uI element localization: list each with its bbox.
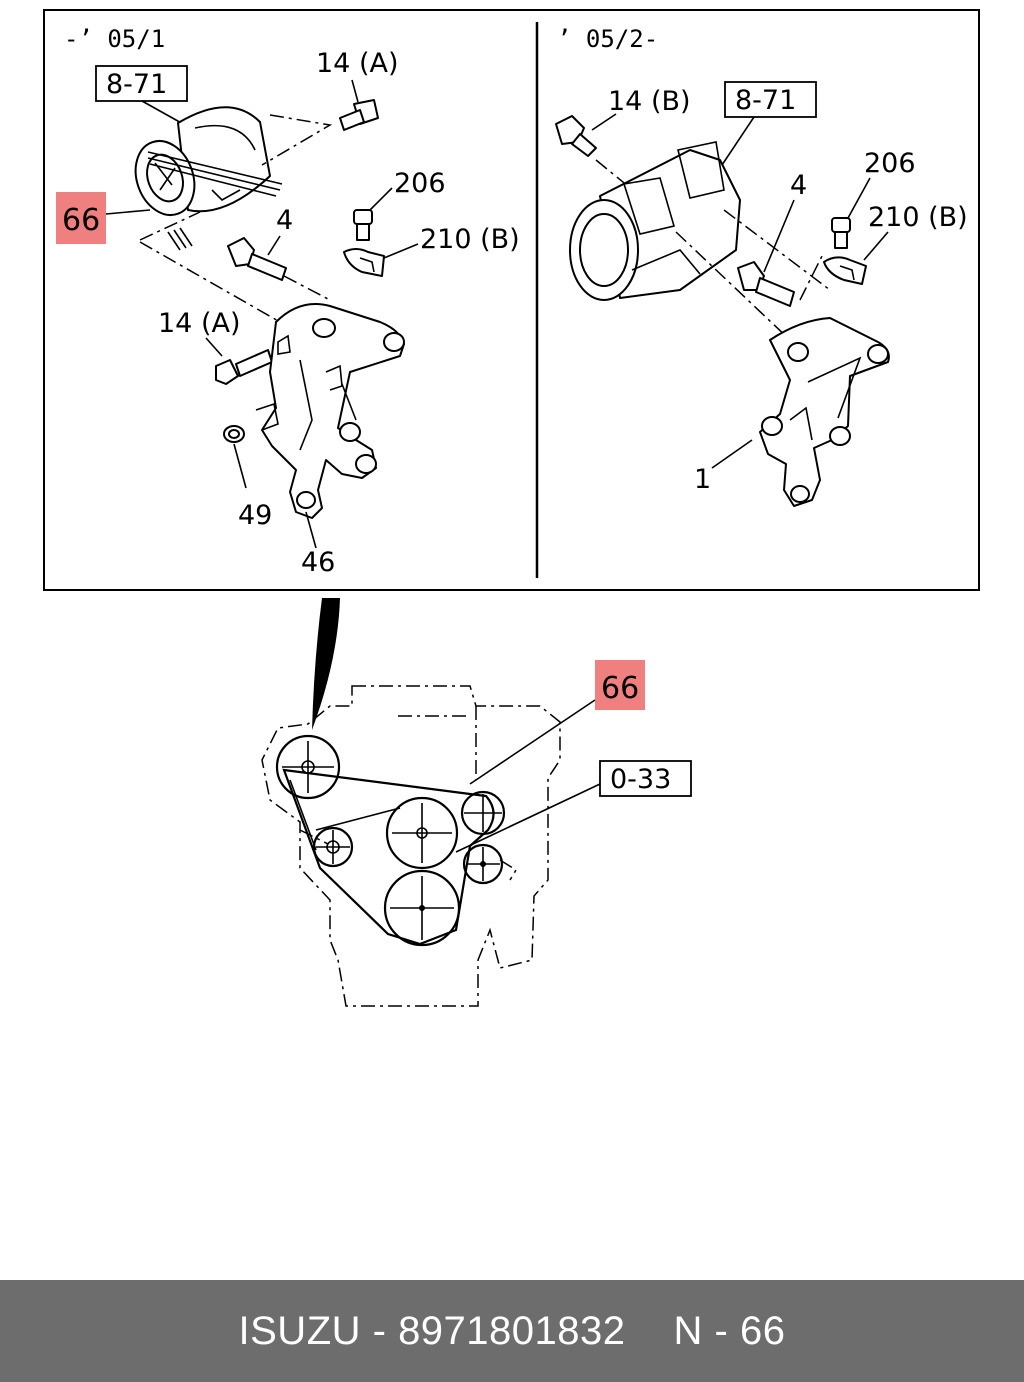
left-highlight-66[interactable] <box>56 192 106 244</box>
footer-brand-part-number: ISUZU - 8971801832 <box>238 1308 626 1353</box>
footer-bar: ISUZU - 8971801832 N - 66 <box>0 1280 1024 1382</box>
detail-frame <box>43 9 980 591</box>
footer-page-ref: N - 66 <box>673 1308 786 1353</box>
left-ref-box-8-71[interactable] <box>95 65 188 102</box>
left-ac-compressor[interactable] <box>126 106 271 223</box>
right-panel: ’ 05/2- 14 (B) 8-71 206 <box>555 25 968 507</box>
left-clip-210b[interactable] <box>343 248 385 277</box>
left-bracket-46-label: 46 <box>301 547 335 578</box>
left-clip-210b-label: 210 (B) <box>420 224 520 255</box>
pulley-center[interactable] <box>385 796 459 870</box>
left-ref-box-label: 8-71 <box>106 69 167 100</box>
engine-highlight-label: 66 <box>601 671 639 706</box>
right-bolt-206[interactable] <box>831 217 851 249</box>
pointer-arrow <box>312 598 340 730</box>
engine-ref-box-label: 0-33 <box>610 764 671 795</box>
right-bolt-4[interactable] <box>737 261 795 307</box>
right-bolt-14b-label: 14 (B) <box>608 86 691 117</box>
left-bolt-206-label: 206 <box>394 168 446 199</box>
right-ac-compressor[interactable] <box>569 141 741 301</box>
left-highlight-label: 66 <box>62 203 100 238</box>
left-bolt-206[interactable] <box>353 209 373 241</box>
parts-diagram: -’ 05/1 8-71 66 14 (A) <box>43 9 980 1007</box>
left-bolt-14a-top[interactable] <box>339 99 379 131</box>
pulley-upper-left[interactable] <box>275 734 341 800</box>
right-ref-box-8-71[interactable] <box>724 81 817 118</box>
engine-highlight-66[interactable] <box>595 660 645 710</box>
left-panel: -’ 05/1 8-71 66 14 (A) <box>56 25 520 578</box>
left-bolt-14a-left-label: 14 (A) <box>158 308 240 339</box>
left-range-label: -’ 05/1 <box>64 25 165 53</box>
left-bolt-14a-left[interactable] <box>215 349 273 385</box>
left-nut-49[interactable] <box>223 425 245 443</box>
left-bolt-4[interactable] <box>227 237 287 281</box>
right-bolt-4-label: 4 <box>790 170 807 201</box>
pulley-crankshaft[interactable] <box>383 869 461 947</box>
right-bracket-1[interactable] <box>759 317 890 507</box>
right-bolt-206-label: 206 <box>864 148 916 179</box>
left-bolt-4-label: 4 <box>276 205 293 236</box>
right-clip-210b-label: 210 (B) <box>868 202 968 233</box>
pulley-small-right[interactable] <box>462 843 504 885</box>
left-nut-49-label: 49 <box>238 500 272 531</box>
pulley-compressor[interactable] <box>460 790 506 836</box>
left-bolt-14a-top-label: 14 (A) <box>316 48 398 79</box>
pulley-idler-left[interactable] <box>312 826 354 868</box>
right-bolt-14b[interactable] <box>555 115 597 157</box>
right-range-label: ’ 05/2- <box>557 25 658 53</box>
right-ref-box-label: 8-71 <box>735 85 796 116</box>
engine-outline <box>261 685 561 1007</box>
engine-front-view: 66 0-33 <box>261 598 692 1007</box>
engine-ref-box-0-33[interactable] <box>599 760 692 797</box>
left-bracket-46[interactable] <box>255 303 405 519</box>
right-clip-210b[interactable] <box>823 256 867 285</box>
right-bracket-1-label: 1 <box>694 464 711 495</box>
